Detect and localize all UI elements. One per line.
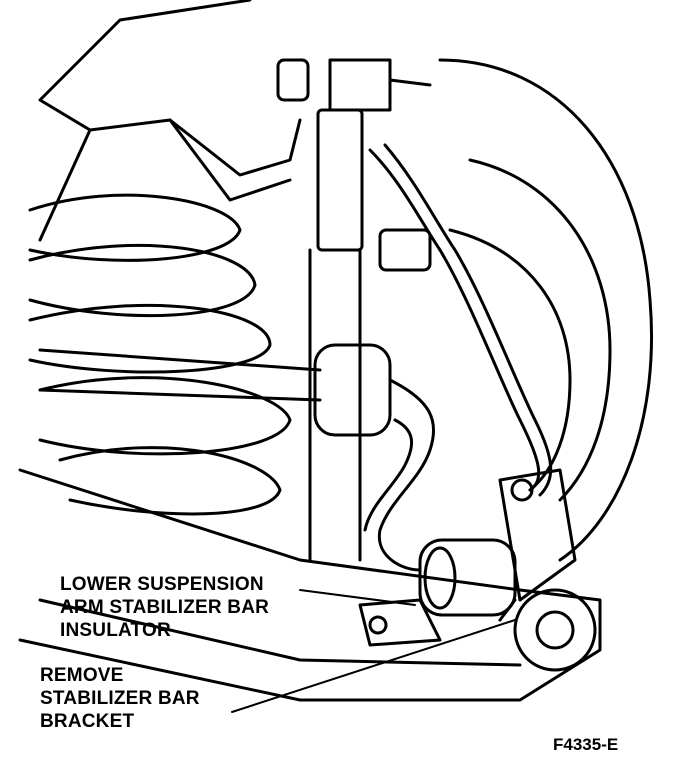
callout-insulator: LOWER SUSPENSION ARM STABILIZER BAR INSU… [60, 573, 269, 642]
callout-bracket-line-1: REMOVE [40, 665, 124, 686]
callout-bracket: REMOVE STABILIZER BAR BRACKET [40, 664, 200, 733]
callout-insulator-line-1: LOWER SUSPENSION [60, 574, 264, 595]
coil-spring [28, 193, 292, 516]
wheel-tire [438, 58, 654, 562]
callout-insulator-line-3: INSULATOR [60, 620, 171, 641]
frame-rail [38, 0, 302, 177]
brake-line [368, 143, 553, 497]
leader-insulator [299, 589, 416, 606]
lower-arm [18, 468, 602, 702]
stabilizer-link [276, 58, 432, 562]
insulator-bracket [358, 598, 442, 647]
frame-underside [38, 118, 292, 242]
callout-bracket-line-2: STABILIZER BAR [40, 688, 200, 709]
callout-insulator-line-2: ARM STABILIZER BAR [60, 597, 270, 618]
figure-id: F4335-E [553, 735, 619, 754]
callout-bracket-line-3: BRACKET [40, 711, 135, 732]
bracket-plate [498, 468, 577, 602]
stabilizer-bar [38, 343, 436, 572]
leader-bracket [231, 619, 516, 713]
ball-joint [498, 588, 597, 672]
